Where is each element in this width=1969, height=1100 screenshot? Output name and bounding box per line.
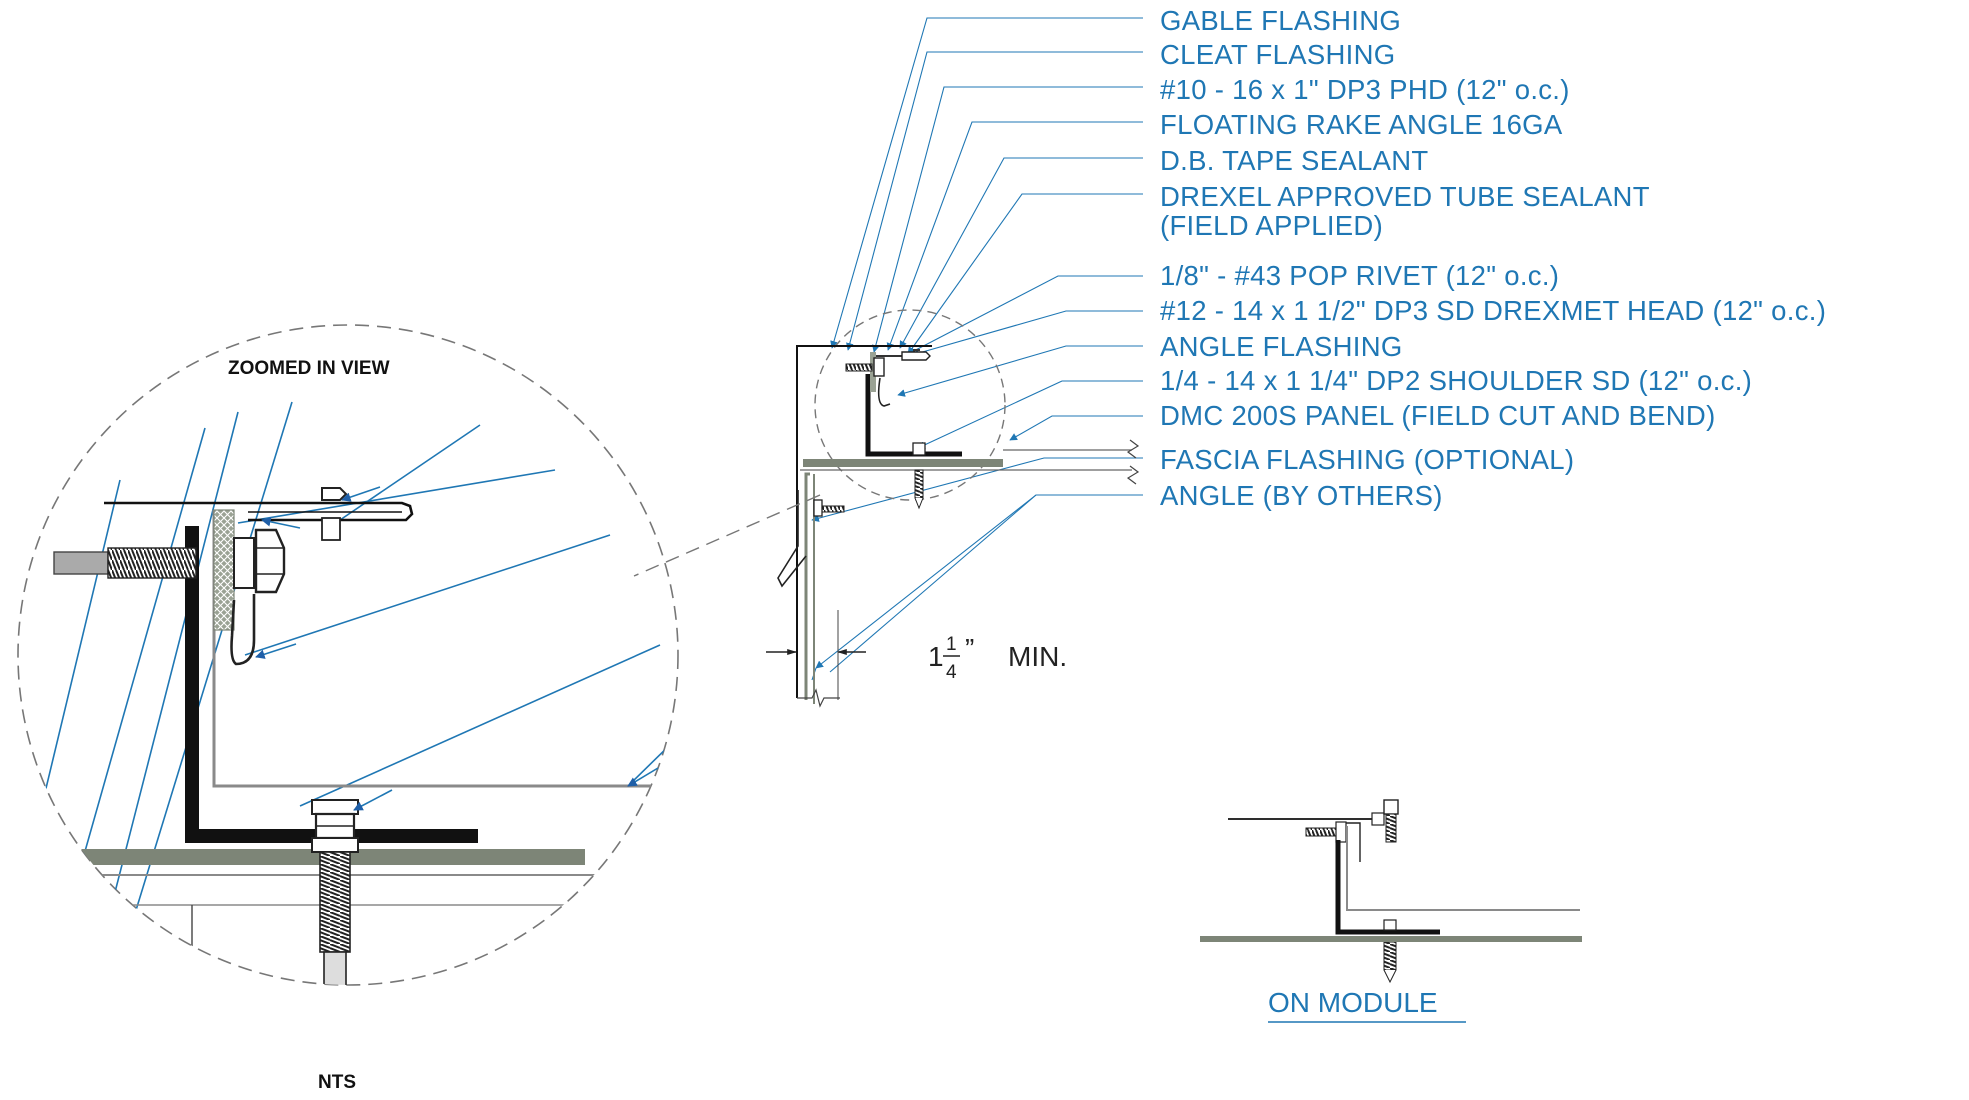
callout-angle-flashing: ANGLE FLASHING: [1160, 331, 1403, 362]
zoomed-in-view: [17, 324, 679, 986]
angle-flashing: [230, 594, 256, 666]
on-module-detail: ON MODULE: [1200, 799, 1582, 1023]
callout-gable-flashing: GABLE FLASHING: [1160, 5, 1401, 36]
callout-tube-sealant-note: (FIELD APPLIED): [1160, 210, 1383, 241]
callout-floating-rake-angle: FLOATING RAKE ANGLE 16GA: [1160, 109, 1563, 140]
floating-rake-angle: [185, 526, 478, 843]
callout-tube-sealant: DREXEL APPROVED TUBE SEALANT: [1160, 181, 1650, 212]
detail-callout-circle: [814, 309, 1006, 501]
dimension-denominator: 4: [946, 662, 957, 683]
callout-fascia-flashing: FASCIA FLASHING (OPTIONAL): [1160, 444, 1574, 475]
scale-label: NTS: [318, 1072, 356, 1093]
callout-list: GABLE FLASHING CLEAT FLASHING #10 - 16 x…: [1160, 5, 1826, 511]
callout-angle-by-others: ANGLE (BY OTHERS): [1160, 480, 1443, 511]
leader-lines: [811, 17, 1143, 681]
dimension-whole: 1: [928, 641, 944, 672]
phd-screw: [107, 547, 197, 579]
callout-tape-sealant: D.B. TAPE SEALANT: [1160, 145, 1428, 176]
zoom-connector-line: [633, 494, 821, 577]
deck-panel: [40, 849, 585, 865]
callout-pop-rivet: 1/8" - #43 POP RIVET (12" o.c.): [1160, 260, 1559, 291]
callout-phd-screw: #10 - 16 x 1" DP3 PHD (12" o.c.): [1160, 74, 1570, 105]
zoomed-view-label: ZOOMED IN VIEW: [228, 358, 390, 379]
pop-rivet: [321, 517, 341, 541]
section-detail: [777, 309, 1140, 708]
shoulder-screw: [319, 851, 351, 953]
dimension-inch-mark: ”: [965, 633, 974, 664]
callout-drexmet-screw: #12 - 14 x 1 1/2" DP3 SD DREXMET HEAD (1…: [1160, 295, 1826, 326]
callout-shoulder-screw: 1/4 - 14 x 1 1/4" DP2 SHOULDER SD (12" o…: [1160, 365, 1752, 396]
callout-cleat-flashing: CLEAT FLASHING: [1160, 39, 1395, 70]
min-dimension: 1 1 4 ” MIN.: [766, 610, 1067, 700]
on-module-title: ON MODULE: [1268, 987, 1438, 1018]
tape-sealant: [213, 509, 235, 631]
dimension-numerator: 1: [946, 634, 957, 655]
dimension-min-label: MIN.: [1008, 641, 1067, 672]
callout-dmc-panel: DMC 200S PANEL (FIELD CUT AND BEND): [1160, 400, 1716, 431]
